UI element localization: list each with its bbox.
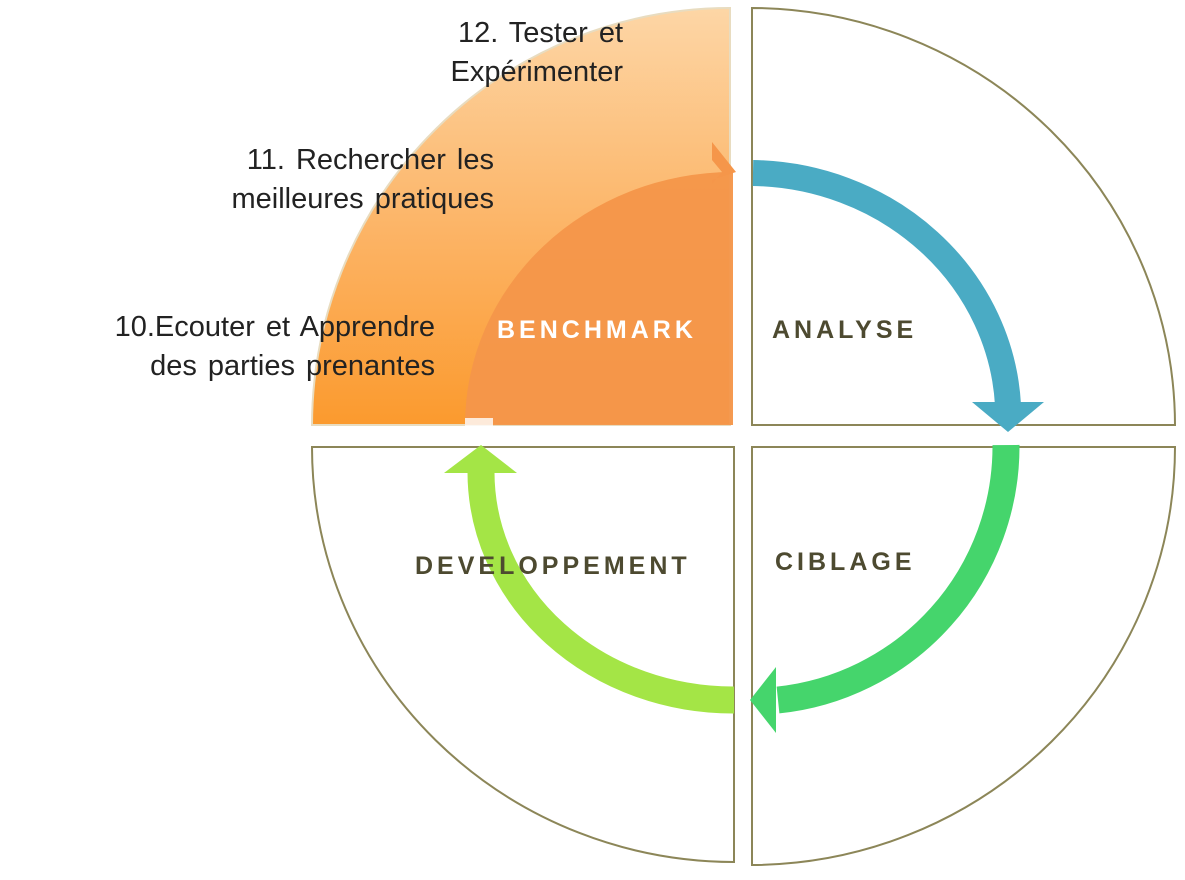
step-11-text: 11. Rechercher les meilleures pratiques: [231, 141, 494, 219]
step-10-text: 10.Ecouter et Apprendre des parties pren…: [115, 308, 435, 386]
step-11-line1: 11. Rechercher les: [246, 144, 494, 176]
arrow-developpement: [444, 445, 735, 714]
benchmark-arrow-head: [712, 142, 736, 184]
step-12-text: 12. Tester et Expérimenter: [451, 14, 623, 92]
label-ciblage: CIBLAGE: [775, 548, 916, 576]
quadrant-benchmark: [310, 6, 736, 428]
step-10-line1: 10.Ecouter et Apprendre: [114, 311, 435, 343]
quadrant-developpement: [310, 446, 735, 864]
step-12-line2: Expérimenter: [450, 56, 623, 88]
step-11-line2: meilleures pratiques: [231, 183, 494, 215]
benchmark-inner-sector: [465, 172, 733, 425]
arrow-ciblage: [750, 444, 1020, 733]
label-benchmark: BENCHMARK: [497, 316, 697, 344]
step-12-line1: 12. Tester et: [457, 17, 623, 49]
step-10-line2: des parties prenantes: [150, 350, 435, 382]
quadrant-analyse: [751, 6, 1177, 426]
label-developpement: DEVELOPPEMENT: [415, 552, 691, 580]
benchmark-base-marker: [465, 418, 493, 428]
quadrant-ciblage: [751, 446, 1177, 867]
label-analyse: ANALYSE: [772, 316, 917, 344]
arrow-analyse: [752, 160, 1044, 432]
